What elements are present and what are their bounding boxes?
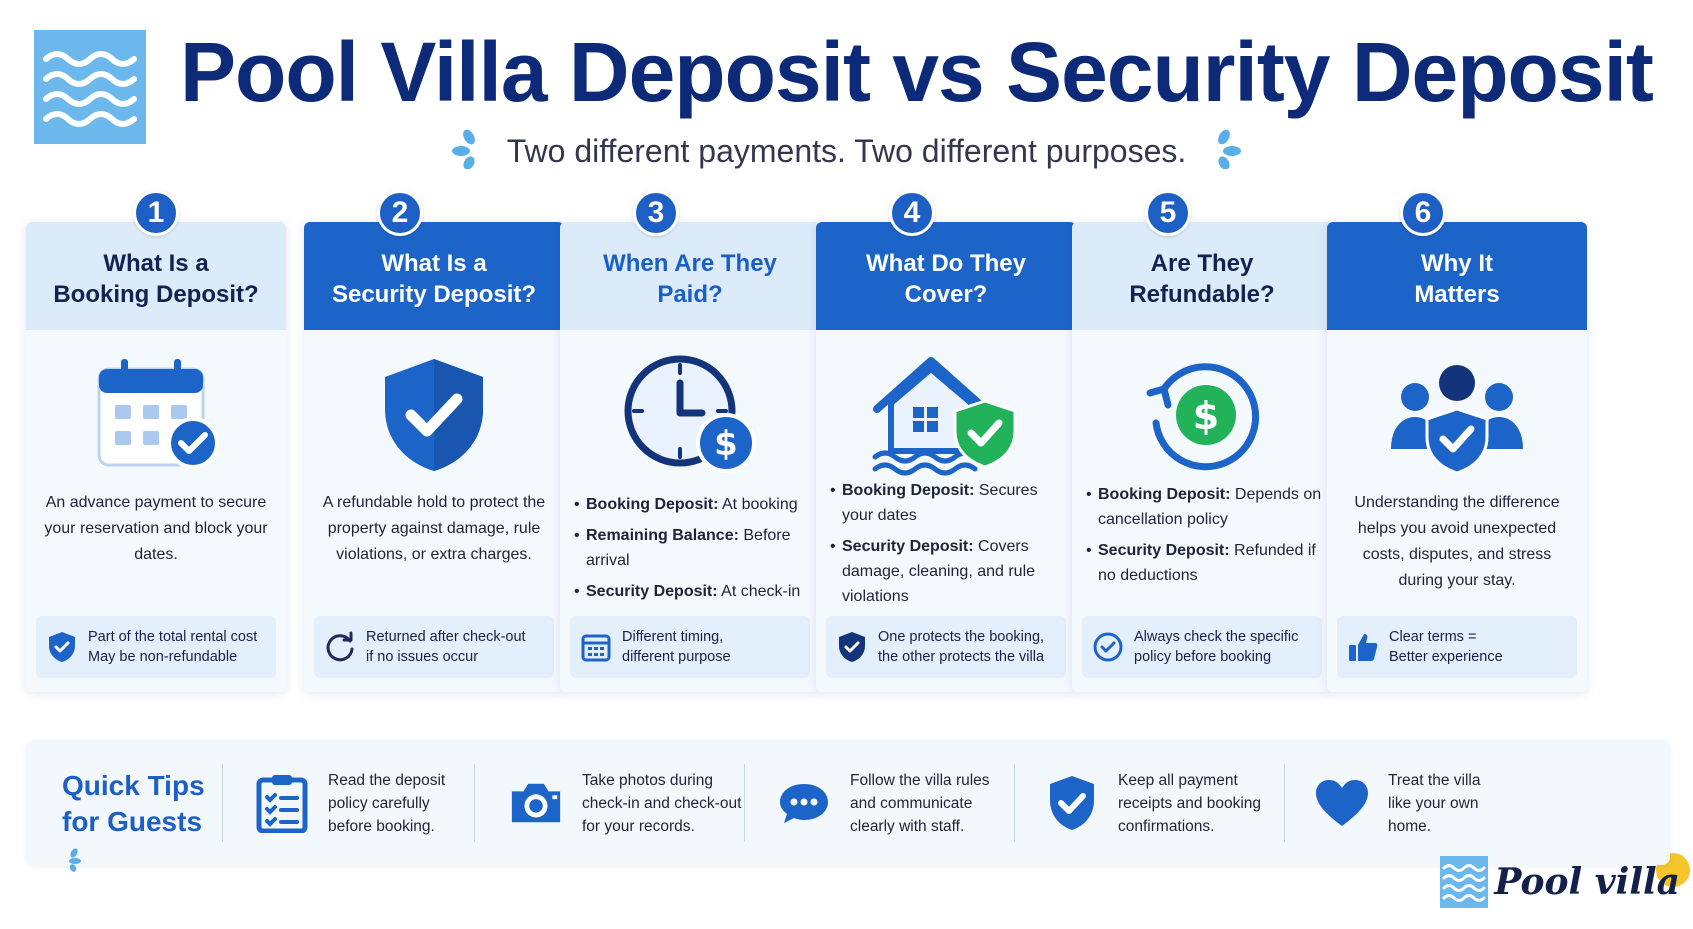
bullet-item: Security Deposit: Refunded if no deducti…	[1086, 538, 1322, 588]
logo-waves-icon	[34, 30, 146, 144]
subtitle: Two different payments. Two different pu…	[506, 132, 1187, 169]
shield-check-icon	[836, 631, 868, 663]
shield-check-icon	[1044, 775, 1100, 831]
card-title: What Do They Cover?	[816, 222, 1076, 330]
card-number-badge: 4	[889, 190, 935, 236]
refund-dollar-icon: $	[1072, 350, 1332, 480]
brand-logo: Pool villa	[1440, 852, 1690, 912]
tips-title: Quick Tips for Guests	[62, 768, 205, 876]
calendar-icon	[580, 631, 612, 663]
divider	[744, 764, 745, 842]
card-bullets: Booking Deposit: Secures your dates Secu…	[830, 478, 1066, 615]
bullet-item: Security Deposit: Covers damage, cleanin…	[830, 534, 1066, 609]
card-note: Clear terms =Better experience	[1337, 616, 1577, 678]
card-description: A refundable hold to protect the propert…	[322, 494, 546, 563]
card-bullets: Booking Deposit: Depends on cancellation…	[1086, 482, 1322, 594]
svg-text:$: $	[1193, 394, 1219, 438]
splash-right-icon	[1208, 129, 1244, 174]
bullet-item: Booking Deposit: Secures your dates	[830, 478, 1066, 528]
card-title: What Is a Booking Deposit?	[26, 222, 286, 330]
refresh-icon	[324, 631, 356, 663]
camera-icon	[508, 775, 564, 831]
shield-check-icon	[46, 631, 78, 663]
card-number-badge: 6	[1400, 190, 1446, 236]
divider	[1014, 764, 1015, 842]
divider	[222, 764, 223, 842]
svg-text:$: $	[714, 424, 738, 464]
divider	[1284, 764, 1285, 842]
card-description: An advance payment to secure your reserv…	[44, 494, 268, 563]
card-why-matters: Why It Matters Understanding the differe…	[1327, 222, 1587, 692]
card-refundable: Are They Refundable? $ Booking Deposit: …	[1072, 222, 1332, 692]
card-what-cover: What Do They Cover? Booking Deposit: Sec…	[816, 222, 1076, 692]
bullet-item: Remaining Balance: Before arrival	[574, 523, 810, 573]
card-note: One protects the booking,the other prote…	[826, 616, 1066, 678]
card-number-badge: 3	[633, 190, 679, 236]
brand-name: Pool villa	[1494, 853, 1690, 903]
bullet-item: Booking Deposit: At booking	[574, 492, 810, 517]
shield-check-icon	[304, 350, 564, 480]
card-bullets: Booking Deposit: At booking Remaining Ba…	[574, 492, 810, 610]
bullet-item: Security Deposit: At check-in	[574, 579, 810, 604]
splash-icon	[69, 848, 81, 872]
people-shield-icon	[1327, 350, 1587, 480]
page-title: Pool Villa Deposit vs Security Deposit	[180, 25, 1654, 119]
bullet-item: Booking Deposit: Depends on cancellation…	[1086, 482, 1322, 532]
card-description: Understanding the difference helps you a…	[1354, 494, 1560, 589]
clock-dollar-icon: $	[560, 350, 820, 480]
comparison-cards: 1 What Is a Booking Deposit? An adva	[26, 190, 1670, 698]
chat-bubble-icon	[776, 775, 832, 831]
card-note: Different timing,different purpose	[570, 616, 810, 678]
calendar-check-icon	[26, 350, 286, 480]
card-title: What Is a Security Deposit?	[304, 222, 564, 330]
subtitle-row: Two different payments. Two different pu…	[0, 128, 1693, 174]
card-security-deposit: What Is a Security Deposit? A refundable…	[304, 222, 564, 692]
card-title: When Are They Paid?	[560, 222, 820, 330]
house-shield-icon	[816, 350, 1076, 480]
card-number-badge: 2	[377, 190, 423, 236]
divider	[474, 764, 475, 842]
heart-icon	[1314, 775, 1370, 831]
thumbs-up-icon	[1347, 631, 1379, 663]
card-title: Are They Refundable?	[1072, 222, 1332, 330]
card-booking-deposit: What Is a Booking Deposit? An advance pa…	[26, 222, 286, 692]
card-when-paid: When Are They Paid? $ Booking Deposit: A…	[560, 222, 820, 692]
splash-left-icon	[449, 129, 485, 174]
check-circle-icon	[1092, 631, 1124, 663]
card-number-badge: 5	[1145, 190, 1191, 236]
logo-waves-icon	[1440, 856, 1489, 908]
card-number-badge: 1	[133, 190, 179, 236]
clipboard-checklist-icon	[254, 775, 310, 833]
card-title: Why It Matters	[1327, 222, 1587, 330]
